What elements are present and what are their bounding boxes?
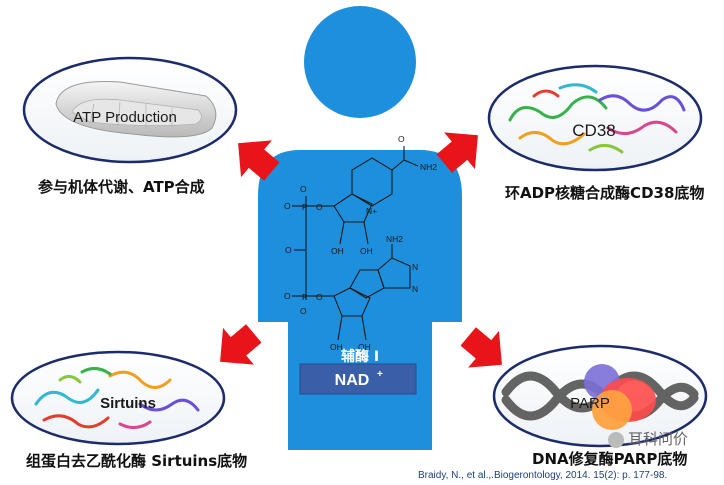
atom-oh-2: OH <box>360 246 373 256</box>
atom-p-top: P <box>302 202 308 212</box>
module-atp: ATP Production <box>22 56 238 164</box>
cd38-caption: 环ADP核糖合成酶CD38底物 <box>505 184 705 202</box>
atom-oh-3: OH <box>330 342 343 352</box>
arrow-to-atp <box>238 140 280 181</box>
arrow-to-sirtuins <box>220 324 262 365</box>
atom-p-bottom: P <box>302 292 308 302</box>
atom-o-left-top: O <box>284 201 291 211</box>
cd38-title: CD38 <box>572 121 615 140</box>
atom-o-minus-top: O <box>300 184 307 194</box>
module-parp: PARP <box>492 344 708 448</box>
protein-structure-icon <box>508 83 686 154</box>
watermark-text: 耳科问价 <box>628 430 689 448</box>
atom-n-plus: N+ <box>366 206 377 216</box>
atp-title: ATP Production <box>73 109 177 126</box>
nad-superscript: + <box>377 369 383 380</box>
module-sirtuins: Sirtuins <box>10 350 226 446</box>
cd38-ellipse <box>487 64 703 172</box>
atom-o-ester-bottom: O <box>316 292 323 302</box>
atom-oh-1: OH <box>331 246 344 256</box>
mitochondrion-icon <box>55 80 217 138</box>
arrow-to-cd38 <box>436 132 478 173</box>
watermark-logo-icon <box>608 431 624 448</box>
atom-o-left-bottom: O <box>284 291 291 301</box>
protein-structure-icon <box>34 367 200 429</box>
sirtuins-caption: 组蛋白去乙酰化酶 Sirtuins底物 <box>26 452 248 470</box>
nad-box <box>299 363 417 395</box>
atom-n-1: N <box>412 262 418 272</box>
figure-head <box>304 6 416 118</box>
sirtuins-ellipse <box>10 350 226 446</box>
atom-nh2-adenine: NH2 <box>386 234 403 244</box>
parp-title: PARP <box>570 395 610 412</box>
nad-atom-labels: O O P O O O P O O OH OH OH OH NH2 O N+ N… <box>284 134 437 352</box>
atom-oh-4: OH <box>358 342 371 352</box>
coenzyme-label: 辅酶 I <box>341 348 379 365</box>
atom-o-carbonyl: O <box>398 134 405 144</box>
arrows <box>220 132 502 368</box>
parp-protein-orange <box>592 390 632 430</box>
atp-caption: 参与机体代谢、ATP合成 <box>38 178 205 196</box>
atom-o-minus-bottom: O <box>300 306 307 316</box>
nad-structure <box>292 146 419 341</box>
atom-o-ester-top: O <box>316 202 323 212</box>
reference-citation: Braidy, N., et al.,.Biogerontology, 2014… <box>418 470 668 481</box>
nad-label: NAD <box>335 372 370 389</box>
parp-caption: DNA修复酶PARP底物 <box>532 450 688 468</box>
module-cd38: CD38 <box>487 64 703 172</box>
atom-nh2-top: NH2 <box>420 162 437 172</box>
atom-n-2: N <box>412 284 418 294</box>
watermark: 耳科问价 <box>608 428 688 449</box>
sirtuins-title: Sirtuins <box>100 395 156 412</box>
arrow-to-parp <box>460 327 502 368</box>
atom-o-bridge: O <box>285 245 292 255</box>
